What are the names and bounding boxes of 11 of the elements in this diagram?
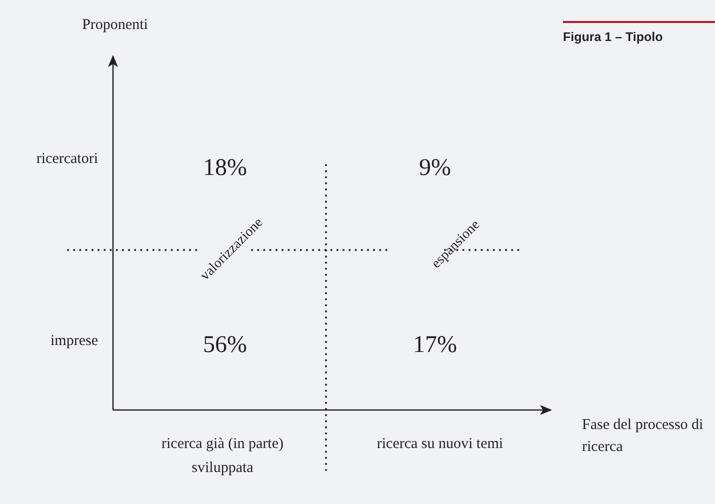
axis-title: Fase del processo di ricerca [582,416,704,457]
row-label: ricercatori [35,150,98,169]
percentage-value: 9% [418,154,452,183]
row-label: imprese [50,332,98,351]
column-label: ricerca già (in parte) sviluppata [160,435,284,478]
percentage-value: 17% [412,331,458,360]
column-label: ricerca su nuovi temi [376,435,504,454]
axis-title: Proponenti [81,16,149,35]
percentage-value: 56% [202,331,248,360]
percentage-value: 18% [202,154,248,183]
figure-title: Figura 1 – Tipolo [563,29,663,46]
